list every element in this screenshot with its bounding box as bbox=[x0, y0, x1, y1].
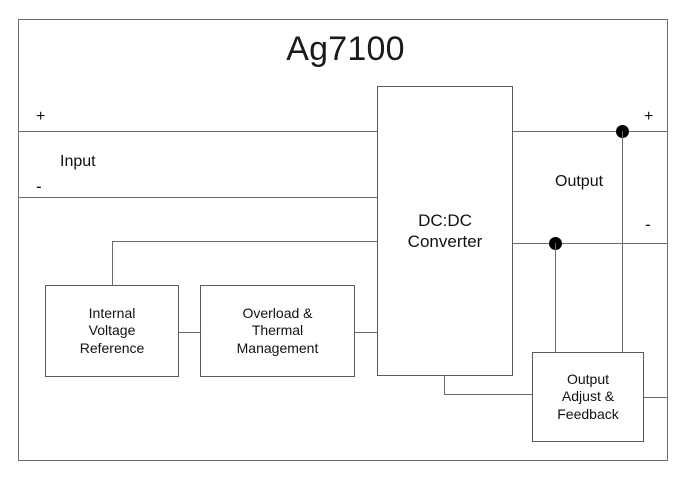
input-minus-label: - bbox=[36, 177, 42, 196]
input-positive-rail bbox=[19, 131, 378, 132]
wire-reference-to-overload bbox=[179, 332, 201, 333]
block-internal-voltage-reference[interactable]: Internal Voltage Reference bbox=[45, 285, 179, 377]
output-plus-label: + bbox=[644, 108, 654, 125]
input-label: Input bbox=[60, 153, 96, 170]
block-output-adjust-feedback[interactable]: Output Adjust & Feedback bbox=[532, 352, 644, 442]
output-label: Output bbox=[555, 173, 604, 190]
feedback-tap-negative-wire bbox=[555, 243, 556, 352]
input-negative-rail bbox=[19, 197, 378, 198]
wire-converter-bottom-drop bbox=[444, 376, 445, 395]
feedback-tap-positive-wire bbox=[622, 131, 623, 352]
output-negative-rail bbox=[512, 243, 668, 244]
reference-feedback-vertical-wire bbox=[112, 241, 113, 286]
wire-converter-to-output-adjust bbox=[444, 394, 533, 395]
reference-feedback-horizontal-wire bbox=[112, 241, 378, 242]
wire-overload-to-converter bbox=[355, 332, 378, 333]
wire-output-adjust-to-frame bbox=[644, 397, 668, 398]
input-plus-label: + bbox=[36, 108, 46, 125]
output-positive-rail bbox=[512, 131, 668, 132]
block-dcdc-converter[interactable]: DC:DC Converter bbox=[377, 86, 513, 376]
block-overload-thermal-management[interactable]: Overload & Thermal Management bbox=[200, 285, 355, 377]
page-title: Ag7100 bbox=[286, 30, 405, 68]
output-minus-label: - bbox=[645, 215, 651, 234]
